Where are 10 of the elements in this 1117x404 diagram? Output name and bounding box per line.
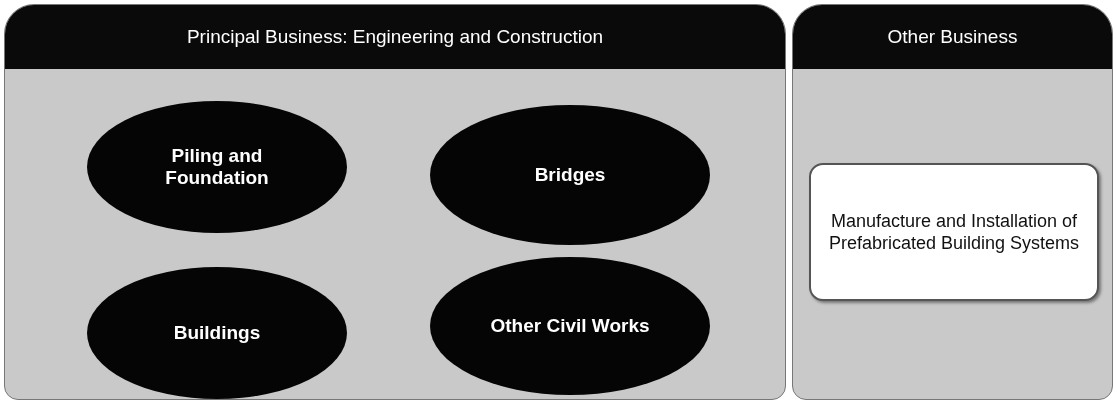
category-panel (792, 4, 1113, 400)
panel-title: Principal Business: Engineering and Construction (186, 26, 604, 48)
business-label: Manufacture and Installation of Prefabricated Building Systems (827, 209, 1081, 255)
panel-title: Other Business (887, 26, 1018, 48)
business-card (809, 163, 1099, 301)
business-label: Buildings (173, 322, 261, 344)
business-label: Other Civil Works (490, 315, 650, 337)
business-label: Bridges (534, 164, 606, 186)
business-label: Piling and Foundation (164, 145, 270, 189)
category-panel (4, 4, 786, 400)
